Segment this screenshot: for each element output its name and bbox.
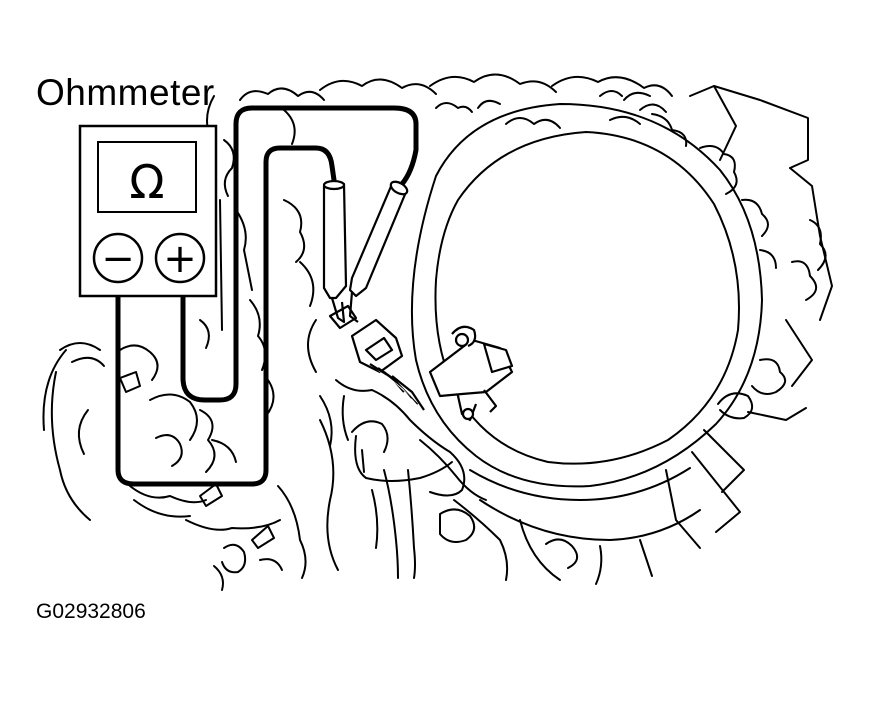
sensor-connector bbox=[328, 304, 514, 422]
meter-display bbox=[97, 141, 197, 213]
positive-probe bbox=[348, 182, 408, 298]
ohm-symbol: Ω bbox=[129, 155, 164, 209]
figure-id: G02932806 bbox=[36, 600, 146, 623]
negative-probe bbox=[322, 182, 348, 300]
meter-leads bbox=[115, 105, 419, 487]
negative-lead-wire bbox=[115, 145, 337, 487]
negative-terminal-sign: − bbox=[101, 236, 135, 282]
diagram-title: Ohmmeter bbox=[36, 72, 215, 113]
negative-terminal bbox=[92, 232, 144, 284]
test-probes bbox=[322, 179, 409, 324]
positive-terminal-sign: + bbox=[163, 236, 197, 282]
engine-background bbox=[42, 73, 833, 591]
positive-terminal bbox=[154, 232, 206, 284]
positive-lead-wire bbox=[180, 105, 419, 403]
ohmmeter-device: Ω − + bbox=[78, 124, 218, 298]
